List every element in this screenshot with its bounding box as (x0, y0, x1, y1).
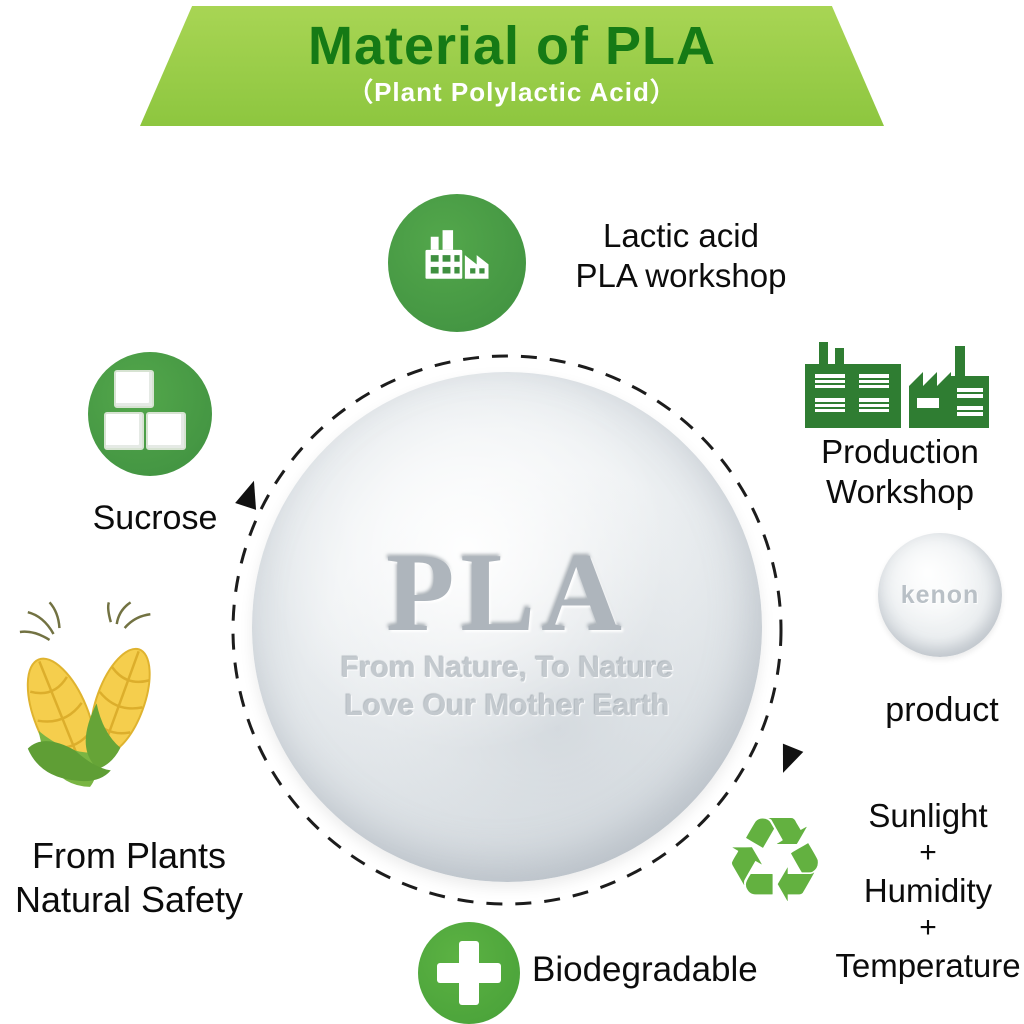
corn-badge (12, 600, 180, 837)
cycle-arrow-down-icon (782, 743, 804, 773)
plus-cross-icon-vertical (459, 941, 479, 1005)
label-production-workshop: Production Workshop (800, 432, 1000, 512)
production-factories-badge (805, 342, 995, 439)
label-biodegradable: Biodegradable (532, 950, 758, 989)
label-from-plants-line2: Natural Safety (14, 879, 244, 920)
label-lactic-acid-line2: PLA workshop (575, 257, 787, 294)
sphere-pla-label: PLA (386, 531, 628, 655)
product-sphere: kenon (878, 533, 1002, 657)
corn-icon (19, 601, 151, 787)
label-production-line1: Production (821, 433, 979, 470)
sphere-tagline-2: Love Our Mother Earth (344, 689, 670, 722)
label-temperature: Temperature (835, 947, 1021, 984)
label-production-line2: Workshop (826, 473, 974, 510)
recycle-icon: ♻ (722, 795, 828, 927)
label-humidity: Humidity (863, 872, 993, 909)
production-factories-icon (805, 342, 989, 428)
product-brand-text: kenon (900, 580, 980, 609)
label-from-plants: From Plants Natural Safety (6, 834, 252, 922)
plus-text-2: + (919, 911, 937, 944)
label-lactic-acid-line1: Lactic acid (603, 217, 759, 254)
factory-icon (425, 230, 489, 279)
biodegradable-badge (418, 922, 520, 1024)
cycle-arrow-up-icon (235, 480, 257, 510)
pla-sphere: PLA From Nature, To Nature Love Our Moth… (252, 372, 762, 882)
label-product: product (885, 691, 999, 729)
label-sunlight: Sunlight (868, 797, 988, 834)
page-subtitle: （Plant Polylactic Acid） (347, 77, 677, 107)
page-title: Material of PLA (307, 16, 717, 76)
title-banner: Material of PLA （Plant Polylactic Acid） (140, 6, 884, 126)
label-environment: Sunlight + Humidity + Temperature (835, 796, 1021, 985)
factory-circle-badge (388, 194, 526, 332)
sphere-tagline-1: From Nature, To Nature (340, 651, 674, 684)
label-sucrose: Sucrose (92, 499, 218, 537)
label-from-plants-line1: From Plants (31, 835, 227, 876)
label-lactic-acid: Lactic acid PLA workshop (545, 216, 817, 296)
dashed-circle (231, 354, 783, 906)
plus-text-1: + (919, 836, 937, 869)
sucrose-badge (88, 352, 212, 476)
